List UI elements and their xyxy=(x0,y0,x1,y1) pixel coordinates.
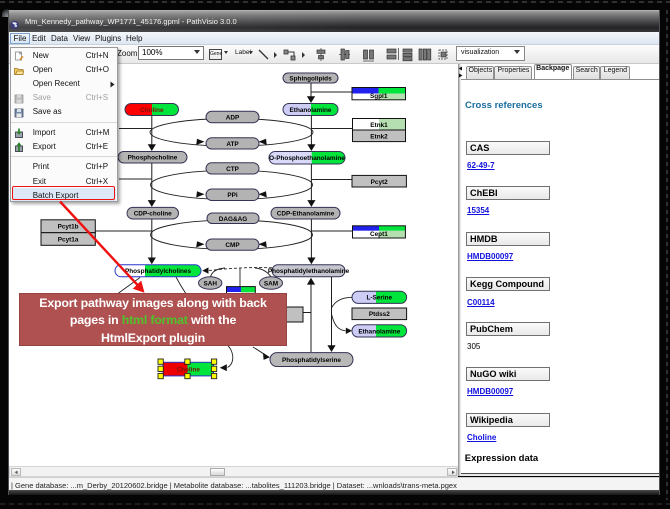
svg-text:Sgpl1: Sgpl1 xyxy=(370,93,388,100)
svg-text:Choline: Choline xyxy=(176,367,200,374)
svg-text:Choline: Choline xyxy=(140,107,164,114)
svg-text:Phosphatidylethanolamine: Phosphatidylethanolamine xyxy=(268,268,350,275)
svg-text:PPi: PPi xyxy=(227,192,238,199)
svg-text:CTP: CTP xyxy=(226,166,240,173)
svg-text:Phosphatidylserine: Phosphatidylserine xyxy=(282,357,341,364)
svg-text:Pcyt1b: Pcyt1b xyxy=(58,224,79,231)
svg-text:CDP-choline: CDP-choline xyxy=(134,211,172,218)
svg-text:CMP: CMP xyxy=(225,242,240,249)
svg-text:Ptdss2: Ptdss2 xyxy=(369,311,390,318)
svg-text:O-Phosphoethanolamine: O-Phosphoethanolamine xyxy=(269,155,345,162)
svg-text:Cept1: Cept1 xyxy=(370,231,388,238)
svg-text:L-Serine: L-Serine xyxy=(367,295,393,302)
svg-text:CDP-Ethanolamine: CDP-Ethanolamine xyxy=(277,211,335,218)
svg-text:Pcyt1a: Pcyt1a xyxy=(58,236,79,243)
svg-text:Phosphatidylcholines: Phosphatidylcholines xyxy=(125,268,191,275)
svg-text:SAM: SAM xyxy=(264,280,278,287)
svg-text:Pcyt2: Pcyt2 xyxy=(371,179,388,186)
svg-text:Ethanolamine: Ethanolamine xyxy=(358,328,400,335)
svg-text:DAG&AG: DAG&AG xyxy=(219,216,247,223)
svg-text:SAH: SAH xyxy=(203,280,217,287)
svg-text:Phosphocholine: Phosphocholine xyxy=(128,155,178,162)
svg-text:ATP: ATP xyxy=(226,141,239,148)
svg-text:Etnk1: Etnk1 xyxy=(370,122,388,129)
svg-text:Ethanolamine: Ethanolamine xyxy=(290,107,332,114)
svg-text:Etnk2: Etnk2 xyxy=(370,134,388,141)
svg-text:Sphingolipids: Sphingolipids xyxy=(289,76,332,83)
svg-text:ADP: ADP xyxy=(226,114,240,121)
